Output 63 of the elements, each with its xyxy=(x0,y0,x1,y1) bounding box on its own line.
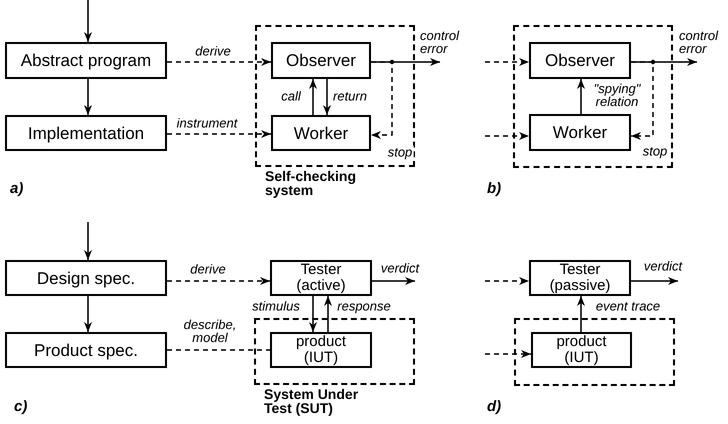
edge-label: derive xyxy=(189,262,227,276)
edge-label: event trace xyxy=(594,300,662,312)
dashed-arrow xyxy=(485,58,529,66)
box-label: Worker xyxy=(552,124,608,141)
edge-label: return xyxy=(332,90,368,102)
panel-label: c) xyxy=(14,398,28,415)
box-label: Tester (active) xyxy=(295,262,347,294)
box-label: Abstract program xyxy=(20,52,152,69)
process-box xyxy=(5,260,167,296)
group-heading: Self-checking system xyxy=(265,169,358,197)
dashed-arrow xyxy=(485,132,529,140)
box-label: Design spec. xyxy=(36,270,136,286)
box-label: Observer xyxy=(286,52,356,69)
edge-label: call xyxy=(280,90,302,102)
box-label: Observer xyxy=(545,52,615,69)
arrow xyxy=(372,277,415,285)
dashed-arrow xyxy=(167,130,271,138)
process-box xyxy=(271,115,371,151)
panel-label: d) xyxy=(487,398,502,415)
box-label: Product spec. xyxy=(34,342,138,358)
arrow xyxy=(323,79,331,115)
dashed-arrow xyxy=(485,350,531,358)
panel-label: a) xyxy=(10,180,24,197)
process-box xyxy=(529,114,631,151)
process-box xyxy=(5,42,167,79)
dashed-group-box xyxy=(514,318,675,386)
arrow xyxy=(324,296,332,332)
process-box xyxy=(270,260,372,296)
edge-label: derive xyxy=(194,44,232,58)
process-box xyxy=(531,332,632,368)
edge-label: stop xyxy=(386,146,414,158)
box-label: Implementation xyxy=(28,124,144,142)
box-label: product (IUT) xyxy=(294,334,348,366)
arrow xyxy=(84,296,92,332)
arrow xyxy=(577,296,585,332)
box-label: product (IUT) xyxy=(555,334,608,366)
arrow xyxy=(84,222,92,260)
dashed-arrow xyxy=(167,58,271,66)
arrow xyxy=(84,0,92,42)
arrow xyxy=(577,79,585,114)
panel-label: b) xyxy=(487,180,502,197)
process-box xyxy=(270,332,372,368)
process-box xyxy=(529,42,631,79)
arrow xyxy=(309,296,317,332)
dashed-arrow xyxy=(485,277,529,285)
group-heading: System Under Test (SUT) xyxy=(264,387,360,415)
arrow xyxy=(84,79,92,115)
box-label: Worker xyxy=(294,124,348,142)
arrow xyxy=(631,277,678,285)
edge-label: stop xyxy=(642,144,668,158)
process-box xyxy=(271,42,371,79)
edge-label: instrument xyxy=(176,116,238,130)
box-label: Tester (passive) xyxy=(548,262,612,294)
process-box xyxy=(5,115,167,151)
edge-label: stimulus xyxy=(251,300,301,312)
dashed-arrow xyxy=(631,61,654,140)
dashed-arrow xyxy=(167,277,270,285)
edge-label: verdict xyxy=(642,260,684,272)
edge-label: verdict xyxy=(380,262,420,274)
process-box xyxy=(529,260,631,296)
dashed-arrow xyxy=(371,61,393,139)
arrow xyxy=(309,79,317,115)
process-box xyxy=(5,332,167,368)
